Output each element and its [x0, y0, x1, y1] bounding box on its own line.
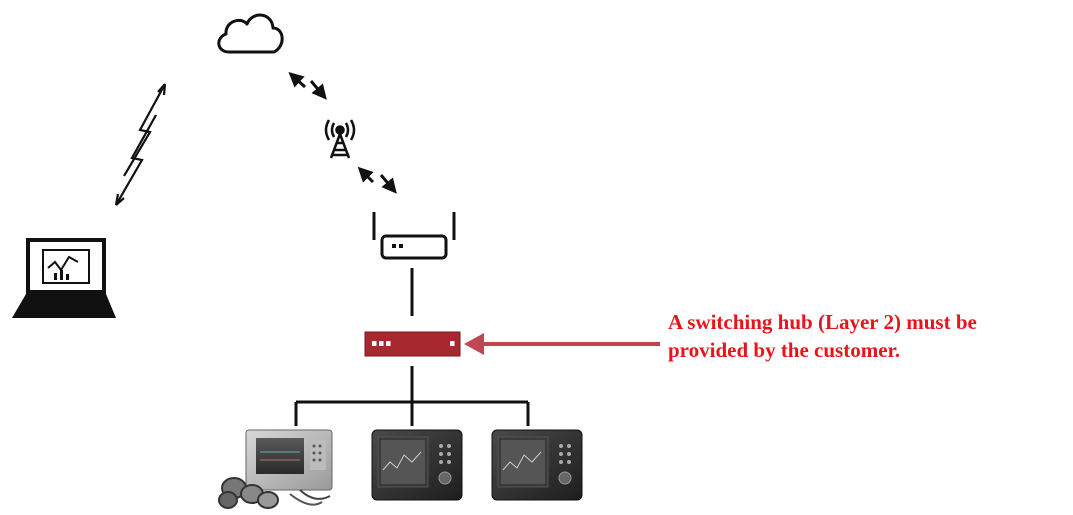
switching-hub-note: A switching hub (Layer 2) must be provid…: [668, 308, 1068, 364]
note-line-2: provided by the customer.: [668, 338, 901, 362]
double-arrow-icon: [288, 71, 327, 100]
callout-arrow-icon: [464, 333, 660, 355]
wireless-router-icon: [372, 212, 456, 260]
cell-tower-icon: [324, 119, 356, 159]
wireless-link-laptop-icon: [114, 83, 167, 206]
switching-hub-icon: [364, 331, 461, 357]
cable-tree: [294, 366, 530, 426]
cloud-icon: [217, 13, 284, 54]
data-logger-device-icon: [491, 429, 583, 501]
laptop-icon: [12, 238, 116, 318]
data-logger-device-icon: [371, 429, 463, 501]
power-analyzer-device-icon: [218, 429, 333, 509]
double-arrow-icon: [357, 166, 397, 194]
note-line-1: A switching hub (Layer 2) must be: [668, 310, 977, 334]
